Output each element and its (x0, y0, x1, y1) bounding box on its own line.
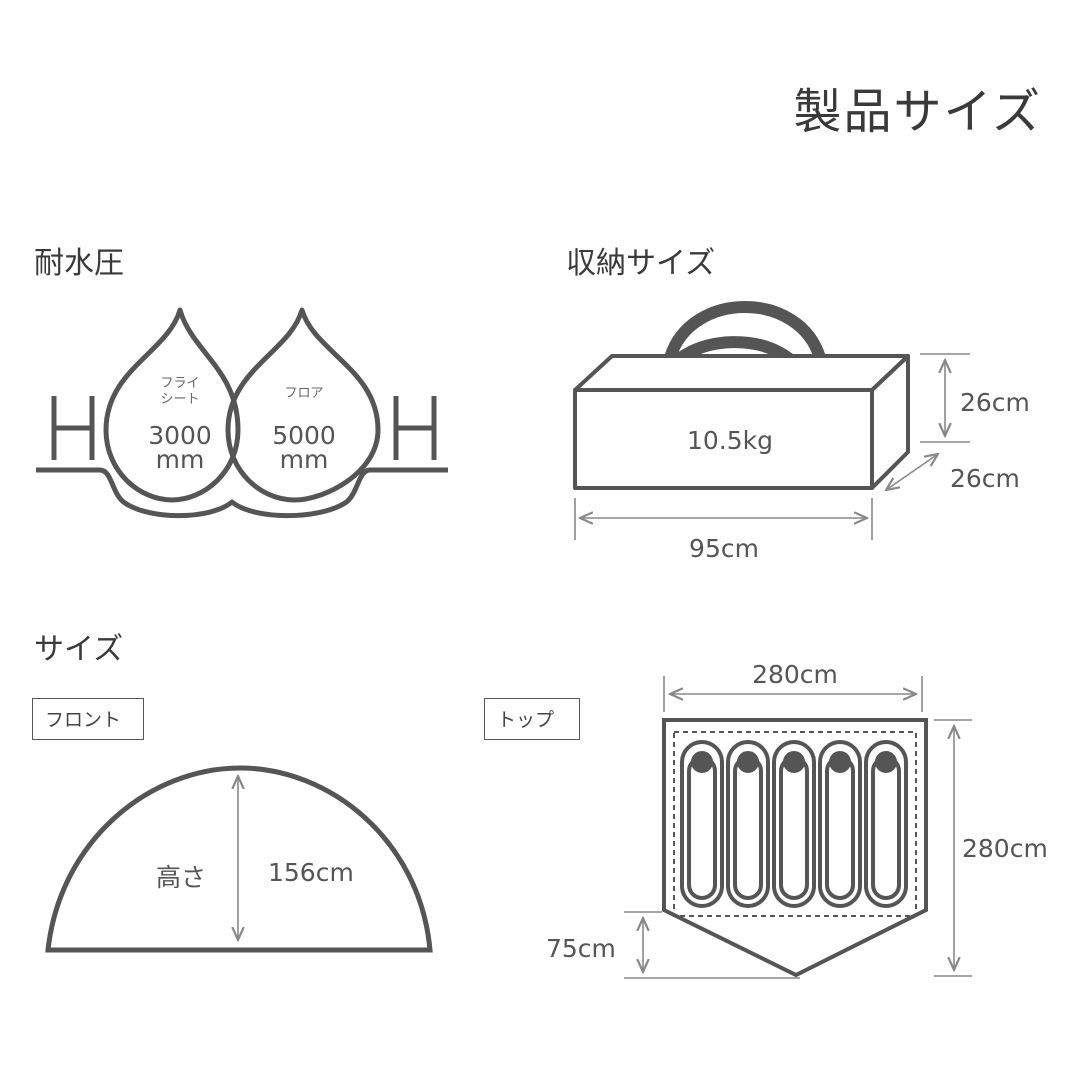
water-drops-illustration (36, 307, 448, 519)
storage-width: 95cm (689, 534, 759, 563)
h-right-icon (393, 396, 437, 460)
sleeping-bag-2 (726, 740, 770, 908)
top-view-dimensions (624, 676, 972, 979)
sleeping-bag-5 (864, 740, 908, 908)
fly-value: 3000 mm (132, 421, 228, 474)
fly-label-line2: シート (160, 392, 200, 407)
front-height-value: 156cm (268, 858, 354, 887)
sleeping-bag-1 (680, 740, 724, 908)
sleeping-bag-4 (818, 740, 862, 908)
top-view-illustration (662, 718, 928, 978)
inner-tent-outline (673, 731, 917, 917)
storage-weight: 10.5kg (686, 426, 774, 455)
h-left-icon (51, 396, 95, 460)
fly-value-number: 3000 (148, 421, 212, 450)
sleeping-bag-3 (772, 740, 816, 908)
top-width: 280cm (752, 660, 838, 689)
top-front-extension: 75cm (546, 934, 616, 963)
floor-value: 5000 mm (256, 421, 352, 474)
sleeping-bags (680, 740, 908, 908)
bag-top-face (573, 354, 910, 392)
size-heading: サイズ (34, 632, 124, 667)
bag-handle-back (664, 301, 826, 361)
floor-label: フロア (276, 386, 332, 402)
storage-dimensions (574, 353, 970, 540)
water-resistance-heading: 耐水圧 (34, 246, 124, 281)
front-dome-illustration (45, 765, 433, 953)
ground-line (36, 467, 448, 519)
floor-label-line1: フロア (284, 386, 324, 401)
top-tag: トップ (484, 698, 580, 740)
floor-value-number: 5000 (272, 421, 336, 450)
front-tag: フロント (32, 698, 144, 740)
top-depth: 280cm (962, 834, 1048, 863)
storage-depth: 26cm (950, 464, 1020, 493)
floor-value-unit: mm (279, 445, 329, 474)
fly-label-line1: フライ (160, 376, 200, 391)
floor-drop-icon (225, 307, 381, 503)
storage-height: 26cm (960, 388, 1030, 417)
storage-bag-illustration (573, 301, 910, 490)
fly-label: フライ シート (152, 376, 208, 408)
fly-value-unit: mm (155, 445, 205, 474)
tent-floor-outline (662, 718, 928, 978)
storage-size-heading: 収納サイズ (566, 246, 716, 281)
fly-drop-icon (103, 307, 241, 503)
front-height-label: 高さ (156, 863, 207, 892)
page-title: 製品サイズ (793, 84, 1042, 140)
h-icons (51, 396, 437, 460)
dome-outline (45, 765, 433, 953)
